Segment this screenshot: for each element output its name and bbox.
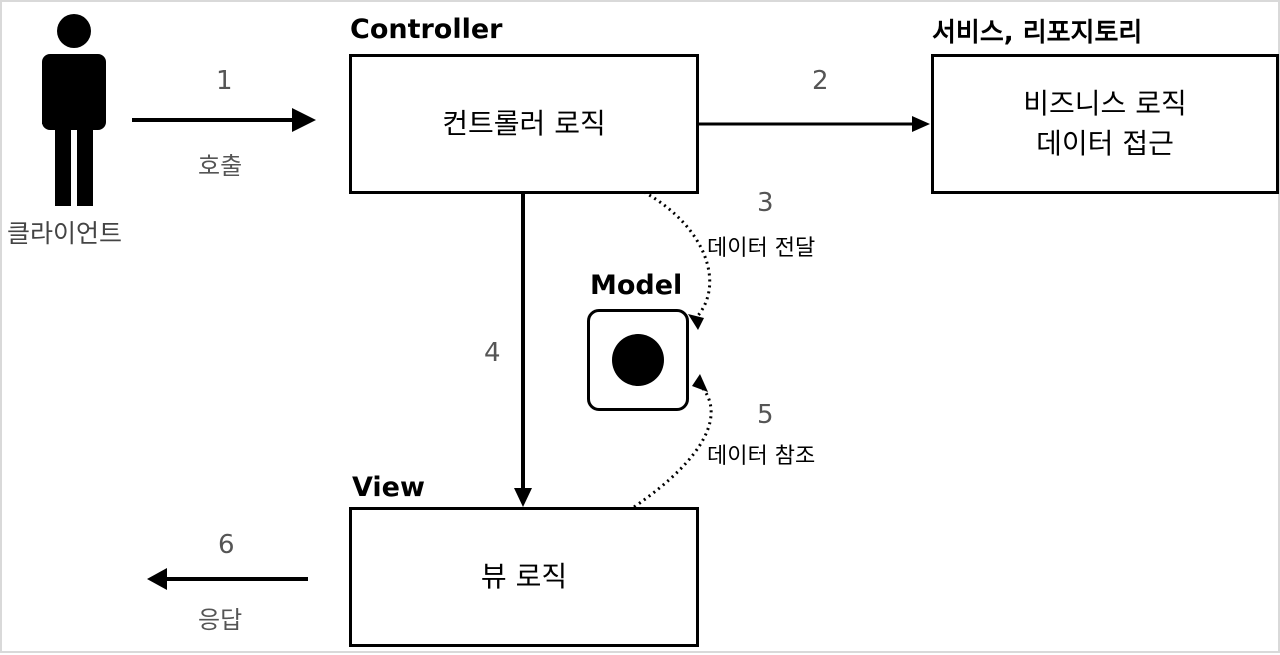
view-title: View [352, 472, 425, 503]
arrow-view-to-client [147, 568, 308, 590]
service-box-line2: 데이터 접근 [1036, 127, 1174, 160]
model-data-icon [612, 334, 664, 386]
step-4-number: 4 [484, 338, 501, 368]
step-5-label: 데이터 참조 [707, 444, 816, 469]
client-person-icon [42, 14, 106, 206]
service-title: 서비스, 리포지토리 [932, 18, 1143, 48]
step-2-number: 2 [812, 66, 829, 96]
view-box: 뷰 로직 [349, 507, 699, 647]
controller-box: 컨트롤러 로직 [349, 54, 699, 194]
model-container [587, 309, 689, 411]
step-5-number: 5 [757, 400, 774, 430]
view-box-label: 뷰 로직 [480, 560, 568, 593]
step-6-label: 응답 [198, 606, 243, 634]
service-box: 비즈니스 로직 데이터 접근 [931, 54, 1279, 194]
arrow-controller-to-service [699, 116, 930, 132]
service-box-line1: 비즈니스 로직 [1023, 87, 1187, 120]
arrow-controller-to-model [643, 190, 712, 330]
arrow-client-to-controller [132, 108, 316, 132]
step-3-number: 3 [757, 188, 774, 218]
step-1-number: 1 [216, 66, 233, 96]
model-title: Model [590, 270, 683, 301]
controller-box-label: 컨트롤러 로직 [442, 107, 606, 140]
step-1-label: 호출 [198, 152, 243, 180]
client-label: 클라이언트 [7, 219, 123, 248]
step-6-number: 6 [218, 530, 235, 560]
controller-title: Controller [350, 14, 503, 45]
arrow-controller-to-view [514, 194, 532, 507]
arrow-view-to-model [633, 374, 713, 509]
step-3-label: 데이터 전달 [707, 236, 816, 261]
